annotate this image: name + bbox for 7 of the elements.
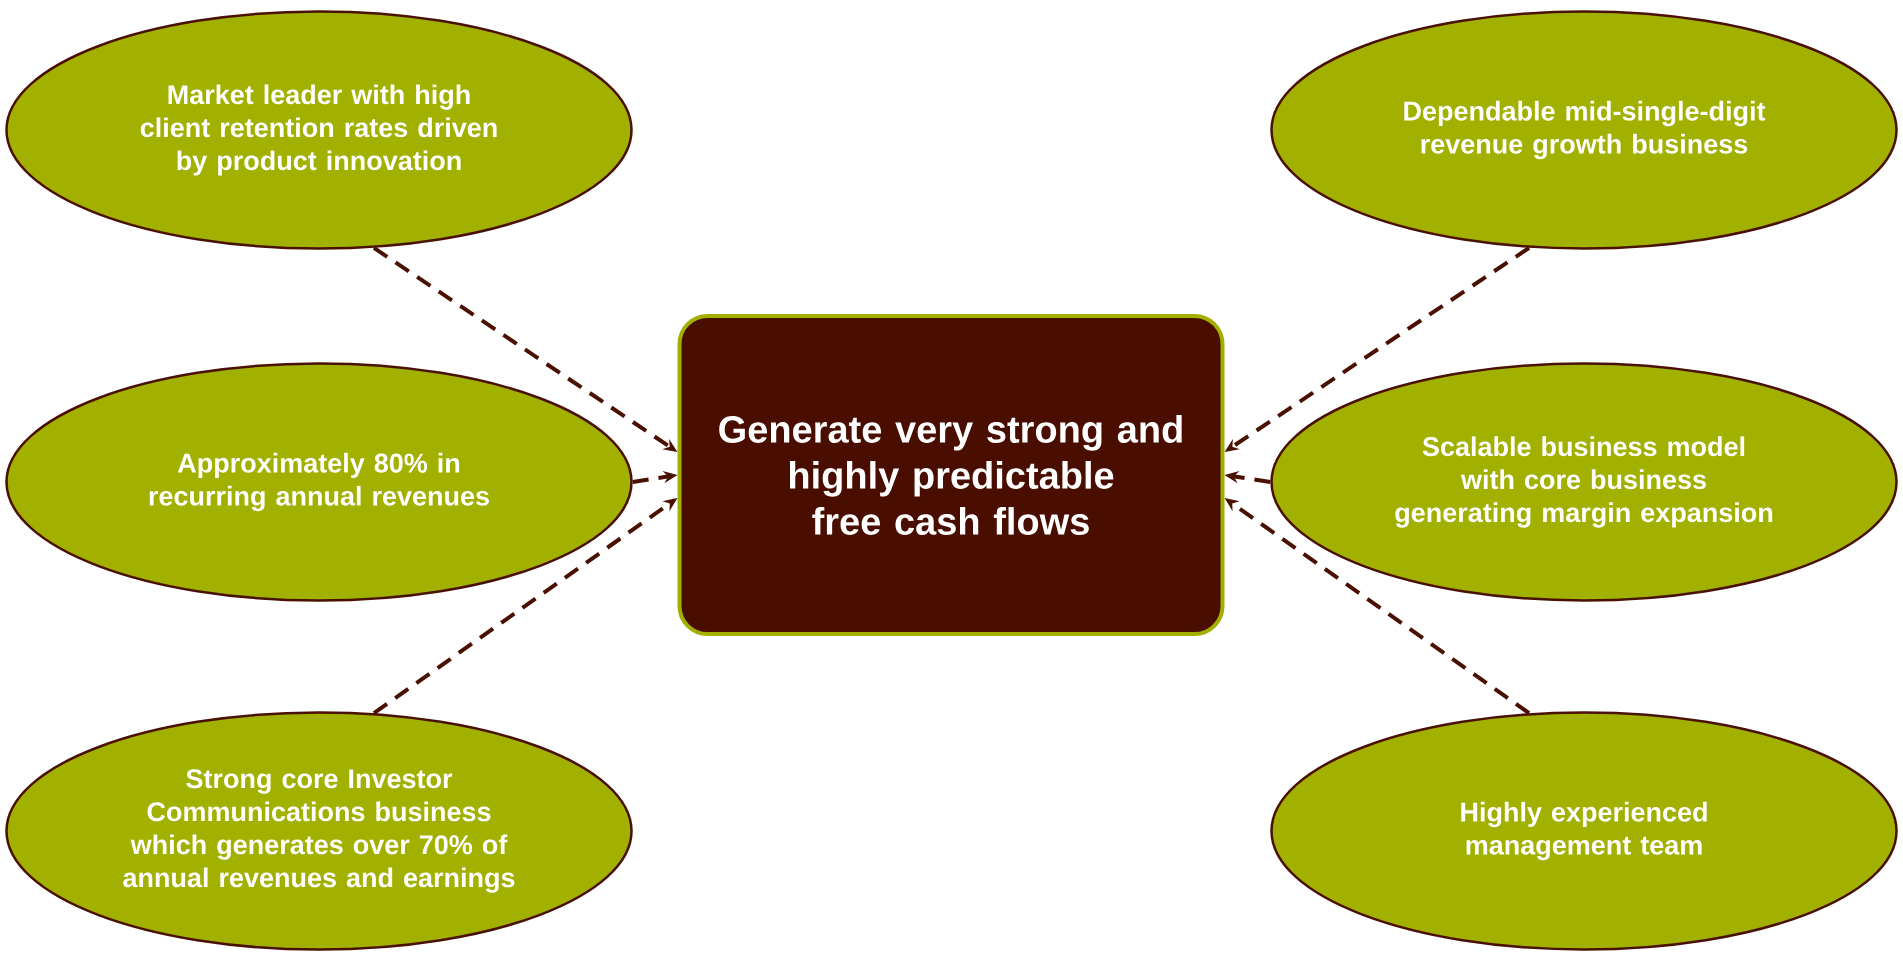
- oval-bubble: Approximately 80% in recurring annual revenues: [5, 362, 633, 602]
- oval-bubble: Market leader with high client retention rates driven by product innovation: [5, 10, 633, 250]
- oval-bubble: Dependable mid-single-digit revenue growth business: [1270, 10, 1898, 250]
- oval-bubble: Scalable business model with core business generating margin expansion: [1270, 362, 1898, 602]
- rounded-box: Generate very strong and highly predictable free cash flows: [677, 314, 1225, 636]
- oval-bubble: Highly experienced management team: [1270, 711, 1898, 951]
- oval-bubble: Strong core Investor Communications business which generates over 70% of annual revenues and earnings: [5, 711, 633, 951]
